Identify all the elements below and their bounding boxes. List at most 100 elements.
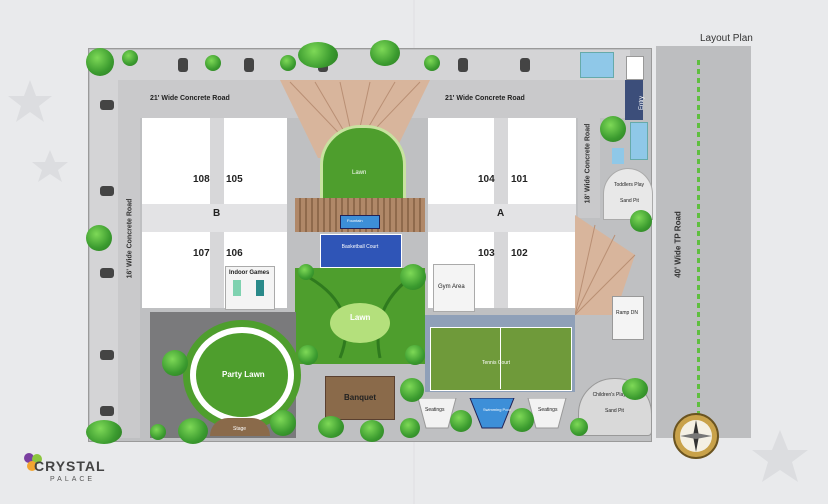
tower-a-corridor: [428, 204, 576, 232]
tennis-net: [500, 327, 501, 389]
parked-car: [100, 186, 114, 196]
tree: [370, 40, 400, 66]
parked-car: [458, 58, 468, 72]
toddlers-label: Toddlers Play: [614, 182, 645, 188]
road-label-right-inner: 18' Wide Concrete Road: [584, 123, 592, 204]
road-label-tp: 40' Wide TP Road: [673, 211, 683, 278]
tree: [86, 420, 122, 444]
tree: [630, 210, 652, 232]
tree: [205, 55, 221, 71]
tree: [86, 225, 112, 251]
water-body: [630, 122, 648, 160]
right-fan-steps: [575, 215, 636, 315]
tree: [400, 264, 426, 290]
tree: [400, 378, 424, 402]
tree: [318, 416, 344, 438]
water-feature: [580, 52, 614, 78]
tower-b-corridor: [142, 204, 287, 232]
logo-name: CRYSTAL: [34, 458, 106, 474]
game-table-1: [233, 280, 241, 296]
right-inner-road: [578, 118, 600, 218]
fountain: [340, 215, 380, 229]
flat-101: 101: [511, 174, 528, 185]
parked-car: [100, 406, 114, 416]
indoor-games-label: Indoor Games: [229, 270, 270, 276]
banquet-label: Banquet: [344, 393, 376, 402]
entry-gate: [625, 80, 643, 120]
flat-104: 104: [478, 174, 495, 185]
party-lawn: [196, 333, 288, 417]
tree: [86, 48, 114, 76]
tree: [298, 42, 338, 68]
tree: [424, 55, 440, 71]
banquet-hall: [325, 376, 395, 420]
tree: [510, 408, 534, 432]
parked-car: [100, 100, 114, 110]
upper-lawn-label: Lawn: [352, 170, 367, 176]
sand-pit-2-label: Sand Pit: [620, 198, 639, 204]
security-cabin: [626, 56, 644, 80]
tree: [280, 55, 296, 71]
tree: [600, 116, 626, 142]
top-parking: [90, 50, 630, 80]
sand-pit-label: Sand Pit: [605, 408, 624, 414]
road-label-top-right: 21' Wide Concrete Road: [445, 95, 525, 102]
parked-car: [100, 268, 114, 278]
tree: [150, 424, 166, 440]
tp-road-median: [697, 60, 700, 440]
layout-title: Layout Plan: [700, 33, 753, 44]
road-label-top-left: 21' Wide Concrete Road: [150, 95, 230, 102]
tennis-label: Tennis Court: [482, 360, 511, 366]
seatings-left-label: Seatings: [425, 407, 445, 413]
parked-car: [100, 350, 114, 360]
flat-108: 108: [193, 174, 210, 185]
tree: [162, 350, 188, 376]
tree: [270, 410, 296, 436]
tree: [122, 50, 138, 66]
tree: [298, 264, 314, 280]
parked-car: [520, 58, 530, 72]
wing-b-label: B: [213, 208, 221, 219]
tree: [405, 345, 425, 365]
wing-a-label: A: [497, 208, 505, 219]
flat-107: 107: [193, 248, 210, 259]
flat-106: 106: [226, 248, 243, 259]
tree: [298, 345, 318, 365]
stage-label: Stage: [233, 426, 247, 432]
left-road: [118, 118, 140, 438]
stage: [210, 418, 270, 436]
tree: [178, 418, 208, 444]
tennis-court: [430, 327, 572, 391]
swimming-label: Swimming Pool: [483, 407, 511, 412]
party-lawn-label: Party Lawn: [222, 370, 265, 379]
gym-room: [433, 264, 475, 312]
road-label-left: 16' Wide Concrete Road: [126, 198, 134, 279]
tp-road: [656, 46, 751, 438]
parked-car: [244, 58, 254, 72]
logo-sub: PALACE: [50, 476, 96, 483]
tree: [360, 420, 384, 442]
tree: [400, 418, 420, 438]
basketball-label: Basketball Court: [341, 244, 379, 250]
basketball-court: [320, 234, 402, 268]
seating-small: [612, 148, 624, 164]
gym-label: Gym Area: [438, 284, 465, 290]
tree: [570, 418, 588, 436]
parked-car: [178, 58, 188, 72]
tree: [622, 378, 648, 400]
ramp-label: Ramp DN: [616, 310, 638, 316]
seatings-right-label: Seatings: [538, 407, 558, 413]
fountain-label: Fountain: [347, 218, 363, 223]
game-table-2: [256, 280, 264, 296]
main-lawn-label: Lawn: [350, 313, 371, 322]
left-parking: [90, 80, 118, 440]
pool-seatings: [418, 398, 567, 429]
flat-105: 105: [226, 174, 243, 185]
flat-102: 102: [511, 248, 528, 259]
crystal-logo-icon: [24, 453, 42, 471]
ramp: [612, 296, 644, 340]
compass-icon: [673, 413, 719, 459]
tree: [450, 410, 472, 432]
entry-label: Entry: [639, 95, 645, 110]
childrens-play-label: Children's Play Area: [592, 392, 638, 398]
